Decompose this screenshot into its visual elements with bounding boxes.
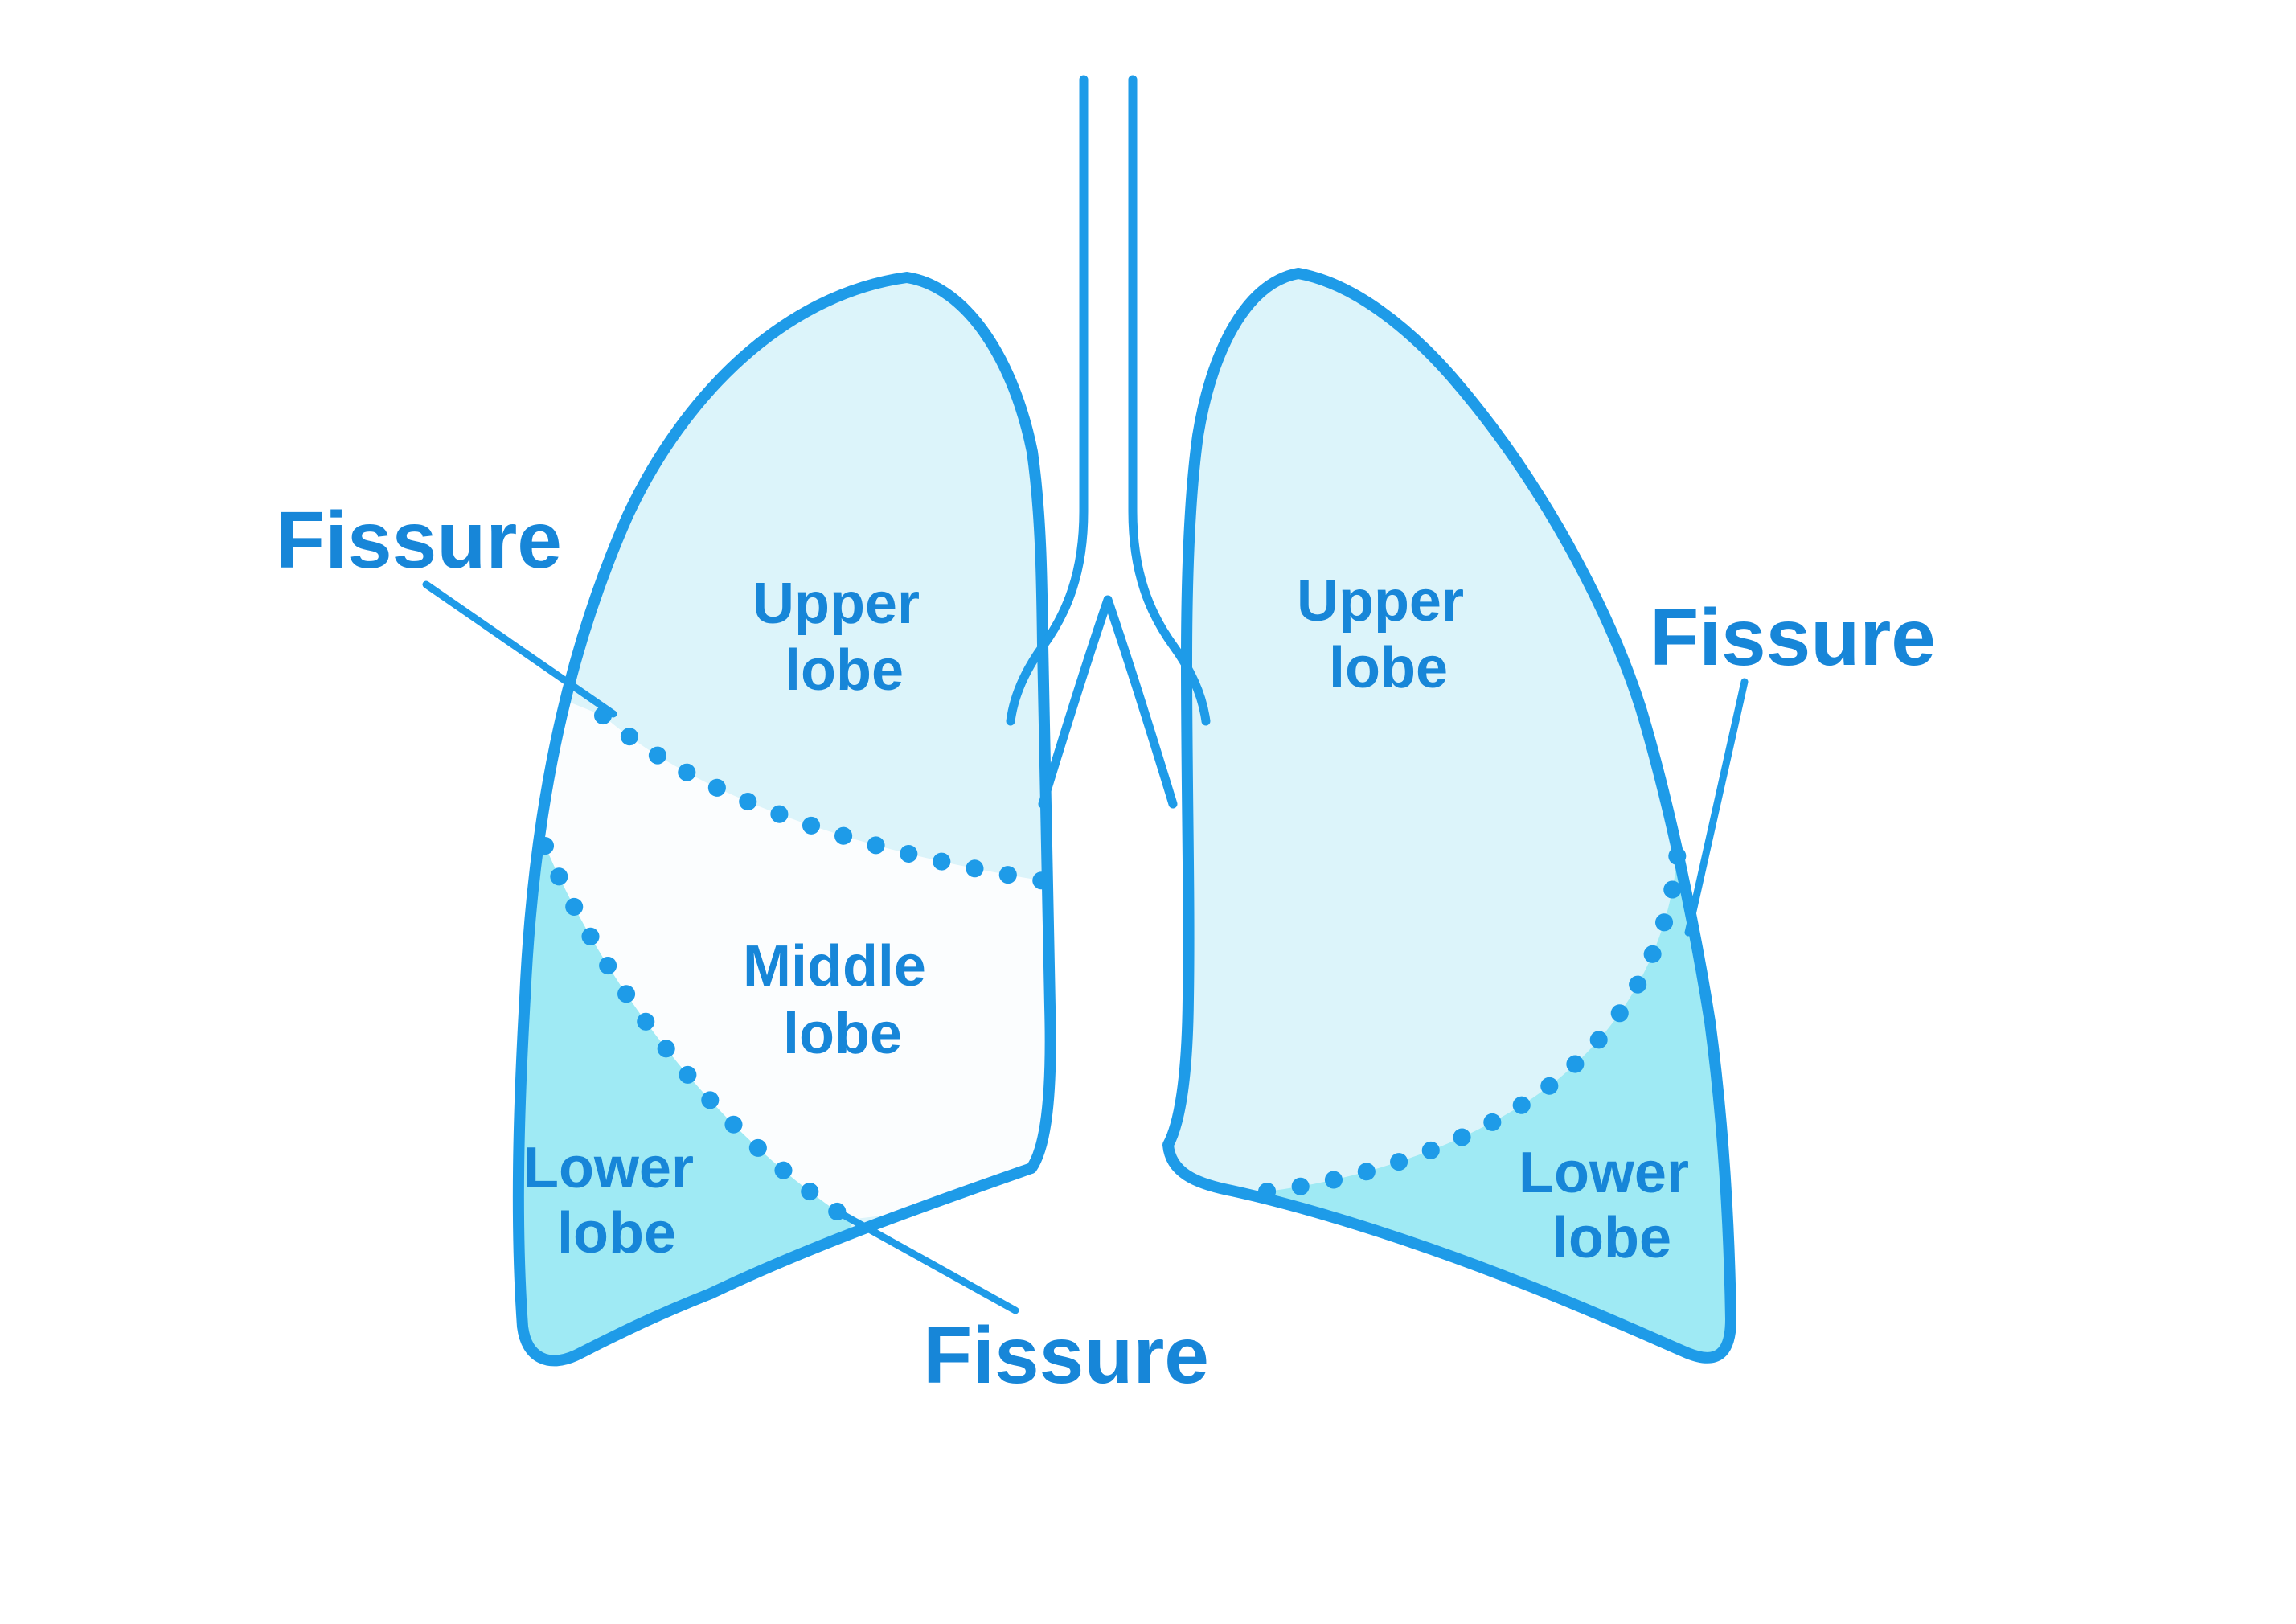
trachea-right-wall	[1128, 75, 1211, 726]
upper-lobe-label-right: Upper lobe	[1297, 569, 1480, 700]
fissure-label-right: Fissure	[1650, 593, 1936, 683]
left-lung-middle-lobe-region	[518, 699, 1051, 1220]
fissure-label-top-left: Fissure	[276, 495, 562, 585]
left-oblique-fissure-dotted-line	[536, 837, 858, 1228]
fissure-label-bottom: Fissure	[923, 1310, 1209, 1400]
upper-lobe-label-right-line1: Upper	[1297, 569, 1464, 634]
middle-lobe-label: Middle lobe	[743, 934, 942, 1066]
trachea-left-wall	[1006, 75, 1089, 726]
right-oblique-fissure-dotted-line	[1258, 824, 1687, 1200]
lower-lobe-label-right: Lower lobe	[1519, 1141, 1705, 1270]
middle-lobe-label-line2: lobe	[783, 1002, 902, 1066]
fissure-top-left-leader-line	[422, 580, 617, 718]
lower-lobe-label-right-line2: lobe	[1552, 1206, 1671, 1270]
middle-lobe-label-line1: Middle	[743, 934, 926, 999]
leader-lines	[422, 580, 1749, 1314]
lower-lobe-label-left: Lower lobe	[523, 1136, 710, 1265]
upper-lobe-label-left: Upper lobe	[752, 572, 936, 703]
upper-lobe-label-right-line2: lobe	[1329, 636, 1448, 700]
lower-lobe-label-right-line1: Lower	[1519, 1141, 1689, 1205]
fissure-right-leader-line	[1684, 678, 1749, 937]
lower-lobe-label-left-line1: Lower	[523, 1136, 694, 1200]
upper-lobe-label-left-line2: lobe	[785, 638, 904, 703]
fissure-bottom-leader-line	[830, 1206, 1019, 1314]
left-lung-outline	[512, 272, 1056, 1367]
upper-lobe-label-left-line1: Upper	[752, 572, 920, 636]
carina-bronchi-split	[1038, 595, 1178, 809]
lower-lobe-label-left-line2: lobe	[557, 1201, 676, 1265]
trachea-and-bronchi	[1006, 75, 1211, 809]
